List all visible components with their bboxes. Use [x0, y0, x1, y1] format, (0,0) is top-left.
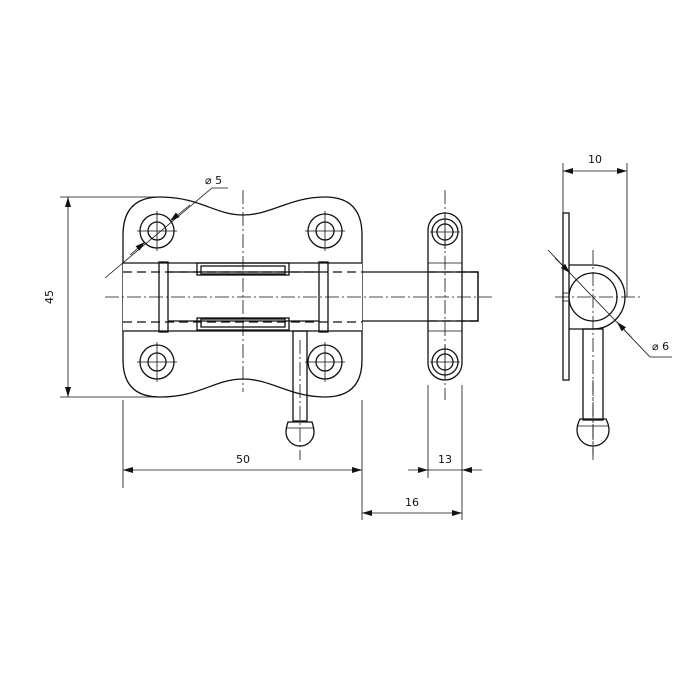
dimension-width: 50 [122, 400, 363, 520]
dim-13-label: 13 [438, 453, 452, 466]
mounting-holes [137, 211, 345, 382]
dim-16-label: 16 [405, 496, 419, 509]
bolt-handle [285, 330, 315, 460]
dimension-height: 45 [43, 196, 160, 398]
dimension-side-depth: 10 [562, 153, 628, 297]
dimension-hole-diameter: ⌀ 5 [104, 174, 228, 279]
dim-d6-label: ⌀ 6 [652, 340, 669, 353]
side-view [555, 212, 640, 460]
dim-d5-label: ⌀ 5 [205, 174, 222, 187]
dimension-keeper-width: 13 [408, 385, 482, 520]
dimension-keeper-offset: 16 [362, 496, 462, 516]
keeper [427, 212, 479, 381]
dim-45-label: 45 [43, 290, 56, 304]
dim-10-label: 10 [588, 153, 602, 166]
dimension-bolt-diameter: ⌀ 6 [547, 249, 672, 358]
base-plate [122, 196, 363, 398]
dim-50-label: 50 [236, 453, 250, 466]
